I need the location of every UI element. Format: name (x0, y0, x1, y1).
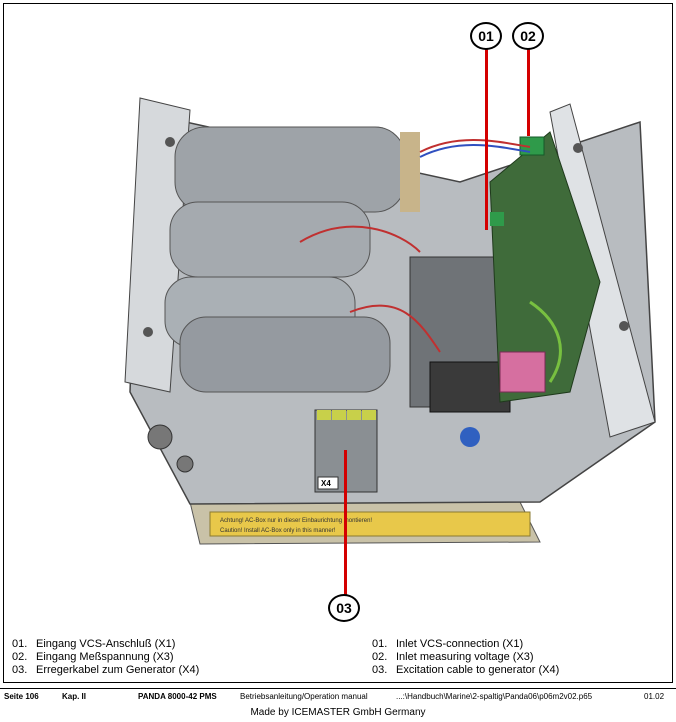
footer-model: PANDA 8000-42 PMS (138, 692, 217, 701)
legend-item: 03.Excitation cable to generator (X4) (372, 664, 560, 676)
leader-line-02 (527, 46, 530, 136)
callout-02: 02 (512, 22, 544, 50)
warning-label-line2: Caution! Install AC-Box only in this man… (220, 528, 336, 534)
footer-date: 01.02 (644, 692, 665, 701)
right-flange (549, 103, 656, 438)
footer-page: Seite 106 (4, 692, 39, 701)
capacitor-bank (164, 126, 420, 393)
ac-box-photo: Achtung! AC-Box nur in dieser Einbaurich… (124, 97, 656, 545)
leader-line-01 (485, 46, 488, 230)
legend-item: 02.Eingang Meßspannung (X3) (12, 651, 174, 663)
footer-chapter: Kap. II (62, 692, 87, 701)
x4-label: X4 (321, 479, 331, 488)
warning-label-line1: Achtung! AC-Box nur in dieser Einbaurich… (220, 518, 372, 524)
legend-item: 02.Inlet measuring voltage (X3) (372, 651, 534, 663)
callout-03: 03 (328, 594, 360, 622)
callout-01: 01 (470, 22, 502, 50)
legend-item: 01.Inlet VCS-connection (X1) (372, 638, 524, 650)
page-frame (3, 3, 673, 683)
pink-component (499, 351, 546, 393)
leader-line-03 (344, 450, 347, 596)
footer-manual: Betriebsanleitung/Operation manual (240, 692, 368, 701)
relay (429, 361, 511, 413)
footer-path: ...:\Handbuch\Marine\2-spaltig\Panda06\p… (396, 692, 593, 701)
legend-english: 01.Inlet VCS-connection (X1) 02.Inlet me… (372, 638, 559, 677)
legend-item: 03.Erregerkabel zum Generator (X4) (12, 664, 200, 676)
legend-item: 01.Eingang VCS-Anschluß (X1) (12, 638, 176, 650)
footer-rule (0, 688, 676, 689)
warning-label (209, 511, 531, 537)
legend-german: 01.Eingang VCS-Anschluß (X1) 02.Eingang … (12, 638, 199, 677)
made-by: Made by ICEMASTER GmbH Germany (250, 707, 426, 718)
